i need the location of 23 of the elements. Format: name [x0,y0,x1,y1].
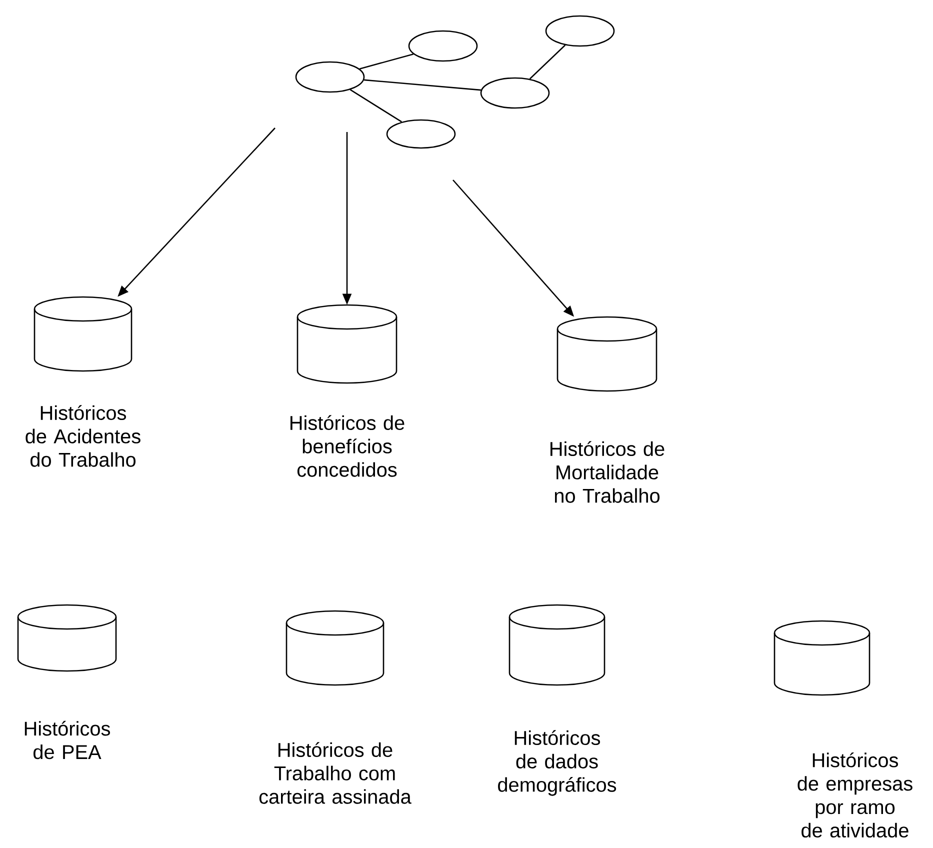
ellipse-shape [480,77,550,109]
ellipse-shape [295,61,365,93]
database-cylinder [17,604,117,672]
ellipse-shape [408,30,478,62]
database-cylinder [296,304,398,384]
database-label: Históricos de benefícios concedidos [290,415,404,477]
connector-line [529,44,566,80]
ellipse-shape [386,119,456,149]
database-label: Históricos de Acidentes do Trabalho [26,405,140,467]
database-label: Históricos de Trabalho com carteira assinada [259,742,412,804]
database-label: Históricos de dados demográficos [498,730,616,796]
connector-line [364,79,482,91]
database-label: Históricos de PEA [24,720,110,760]
database-label: Históricos de Mortalidade no Trabalho [550,441,664,503]
database-cylinder [34,296,132,372]
connector-line [359,54,414,70]
database-cylinder [286,610,384,686]
connector-line [350,89,402,122]
database-cylinder [508,604,606,686]
ellipse-shape [545,15,615,47]
database-label: Históricos de empresas por ramo de atividade [798,752,912,838]
database-cylinder [556,316,658,392]
database-cylinder [774,620,870,696]
